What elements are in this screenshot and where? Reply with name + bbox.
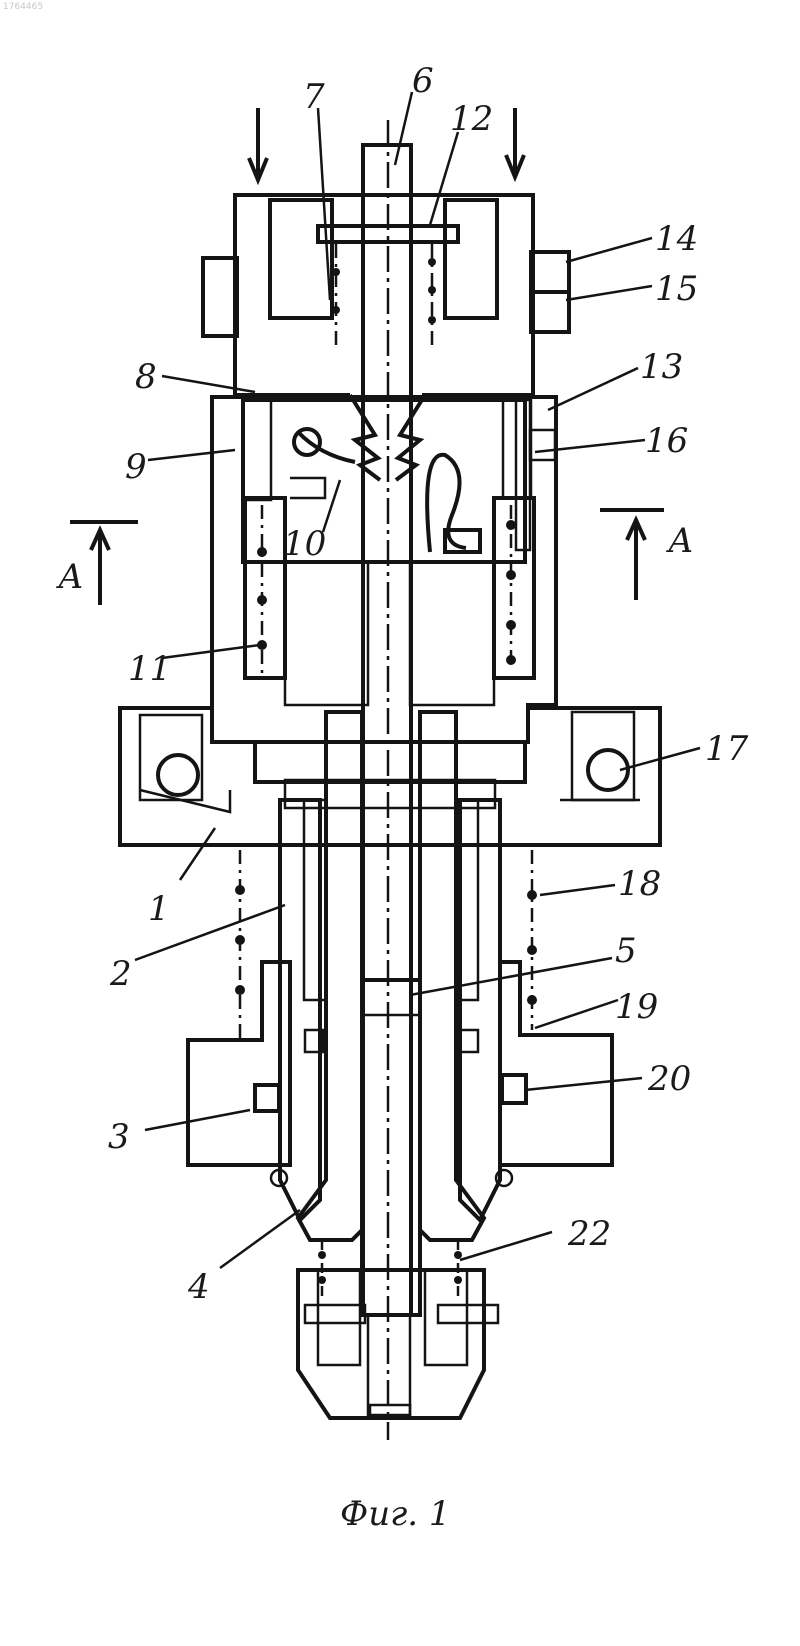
label-14: 14 [655, 219, 698, 259]
label-4: 4 [187, 1267, 210, 1307]
section-marker-left: А [56, 522, 138, 605]
label-5: 5 [615, 931, 637, 971]
label-7: 7 [303, 77, 325, 117]
label-22: 22 [567, 1214, 611, 1254]
section-label-right: А [666, 521, 694, 561]
section-label-left: А [56, 557, 84, 597]
flange [120, 708, 660, 845]
nozzle [298, 1270, 498, 1418]
document-id: 1764465 [3, 2, 43, 12]
sleeve [280, 712, 500, 1240]
part-labels: 7 6 12 14 15 8 13 9 16 10 11 17 1 18 2 5… [108, 61, 749, 1307]
figure-caption: Фиг. 1 [340, 1494, 451, 1534]
label-17: 17 [705, 729, 749, 769]
label-1: 1 [148, 889, 170, 929]
label-18: 18 [618, 864, 661, 904]
label-13: 13 [640, 347, 683, 387]
label-12: 12 [450, 99, 493, 139]
label-16: 16 [645, 421, 688, 461]
label-2: 2 [109, 954, 132, 994]
section-marker-right: А [600, 510, 694, 600]
label-11: 11 [128, 649, 171, 689]
middle-body [212, 395, 556, 742]
base-plate [188, 962, 612, 1186]
label-8: 8 [135, 357, 157, 397]
label-10: 10 [283, 524, 326, 564]
upper-cap [203, 195, 569, 400]
label-19: 19 [615, 987, 658, 1027]
label-20: 20 [647, 1059, 691, 1099]
label-6: 6 [412, 61, 434, 101]
label-15: 15 [655, 269, 698, 309]
label-3: 3 [108, 1117, 130, 1157]
label-9: 9 [125, 447, 147, 487]
